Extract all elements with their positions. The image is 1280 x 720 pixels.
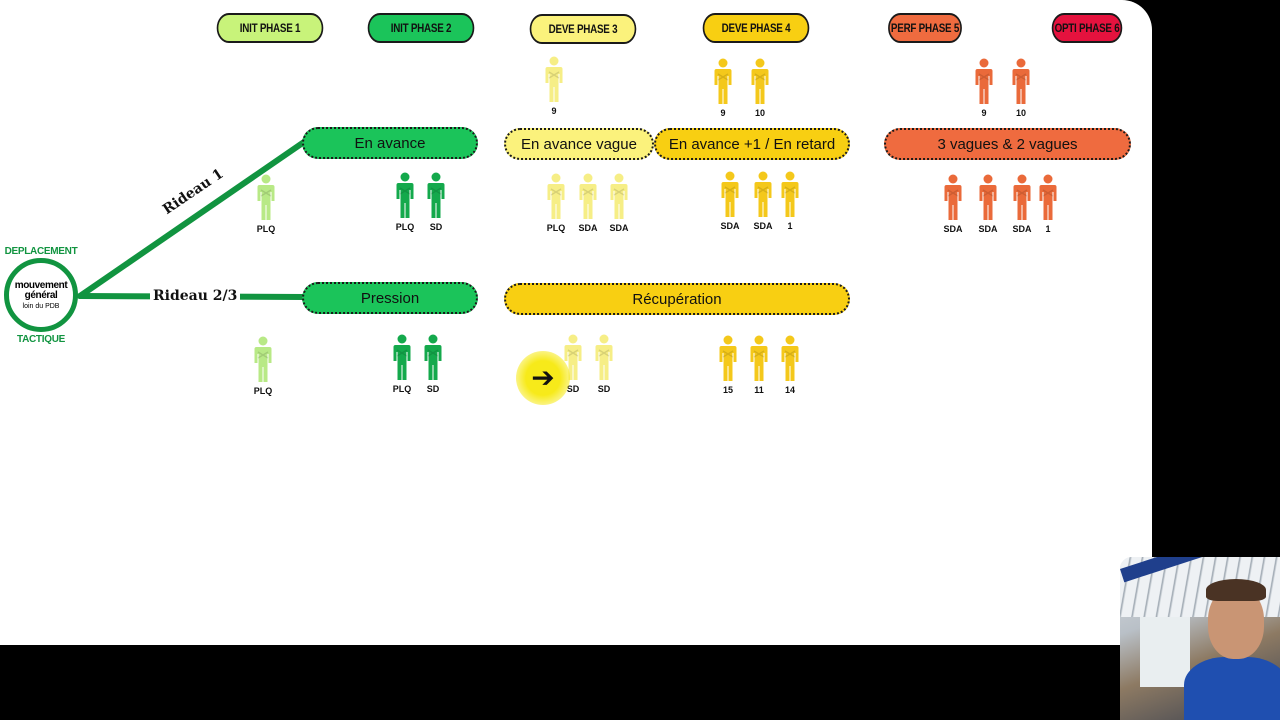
player-figure: SDA: [577, 173, 599, 233]
hub-circle: mouvement général loin du PDB: [4, 258, 78, 332]
hub-top-label: DEPLACEMENT: [4, 246, 78, 257]
action-en-avance-vague: En avance vague: [504, 128, 654, 160]
webcam-window: [1140, 617, 1190, 687]
phase-pill-4: DEVE PHASE 4: [702, 13, 810, 43]
player-role-label: PLQ: [256, 224, 276, 234]
player-role-label: SD: [566, 384, 580, 394]
player-figure: SDA: [942, 174, 964, 234]
player-figure: SDA: [1011, 174, 1033, 234]
player-figure: PLQ: [394, 172, 416, 232]
hub-main-label: mouvement général: [14, 279, 68, 301]
webcam-presenter-hair: [1206, 579, 1266, 601]
player-role-label: SDA: [609, 223, 629, 233]
player-role-label: PLQ: [546, 223, 566, 233]
player-role-label: 9: [981, 108, 987, 118]
player-figure: 9: [973, 58, 995, 118]
player-figure: SD: [593, 334, 615, 394]
player-role-label: PLQ: [395, 222, 415, 232]
player-figure: SD: [425, 172, 447, 232]
player-figure: 9: [712, 58, 734, 118]
player-role-label: SDA: [720, 221, 740, 231]
player-role-label: 15: [722, 385, 733, 395]
rideau1-line: [77, 139, 307, 299]
player-figure: SDA: [977, 174, 999, 234]
player-role-label: SDA: [753, 221, 773, 231]
action-en-avance-plus-un: En avance +1 / En retard: [654, 128, 850, 160]
action-en-avance: En avance: [302, 127, 478, 159]
player-role-label: 10: [1015, 108, 1026, 118]
player-role-label: SDA: [578, 223, 598, 233]
player-role-label: 11: [754, 385, 764, 395]
player-figure: PLQ: [252, 336, 274, 396]
rideau23-label: Rideau 2/3: [150, 288, 241, 304]
diagram-canvas: INIT PHASE 1 INIT PHASE 2 DEVE PHASE 3 D…: [0, 0, 1152, 645]
player-role-label: SD: [429, 222, 443, 232]
player-role-label: SDA: [943, 224, 963, 234]
player-role-label: PLQ: [253, 386, 273, 396]
player-figure: PLQ: [391, 334, 413, 394]
player-figure: SDA: [719, 171, 741, 231]
presenter-webcam-feed: [1120, 557, 1280, 720]
player-role-label: 14: [784, 385, 795, 395]
player-role-label: 10: [754, 108, 765, 118]
hub-bottom-label: TACTIQUE: [17, 334, 65, 345]
player-role-label: PLQ: [392, 384, 412, 394]
action-recuperation: Récupération: [504, 283, 850, 315]
player-figure: SD: [422, 334, 444, 394]
phase-pill-6: OPTI PHASE 6: [1051, 13, 1123, 43]
tactical-hub: DEPLACEMENT mouvement général loin du PD…: [0, 246, 82, 345]
action-vagues: 3 vagues & 2 vagues: [884, 128, 1131, 160]
player-figure: 15: [717, 335, 739, 395]
player-figure: 14: [779, 335, 801, 395]
phase-pill-1: INIT PHASE 1: [216, 13, 324, 43]
player-role-label: 9: [720, 108, 726, 118]
player-figure: 1: [1037, 174, 1059, 234]
phase-pill-2: INIT PHASE 2: [367, 13, 475, 43]
player-figure: SDA: [752, 171, 774, 231]
phase-pill-5: PERF PHASE 5: [888, 13, 962, 43]
player-role-label: 1: [1045, 224, 1051, 234]
player-figure: 1: [779, 171, 801, 231]
webcam-presenter-shirt: [1184, 657, 1280, 720]
player-figure: SDA: [608, 173, 630, 233]
player-role-label: SDA: [1012, 224, 1032, 234]
player-figure: 10: [749, 58, 771, 118]
player-figure: 11: [748, 335, 770, 395]
player-figure: 10: [1010, 58, 1032, 118]
presenter-cursor: ➔: [516, 351, 570, 405]
hub-sub-label: loin du PDB: [22, 302, 60, 310]
player-figure: 9: [543, 56, 565, 116]
player-role-label: SDA: [978, 224, 998, 234]
player-figure: PLQ: [545, 173, 567, 233]
player-role-label: 9: [551, 106, 557, 116]
phase-pill-3: DEVE PHASE 3: [529, 14, 637, 44]
player-figure: PLQ: [255, 174, 277, 234]
player-role-label: SD: [597, 384, 611, 394]
player-role-label: SD: [426, 384, 440, 394]
arrow-right-icon: ➔: [531, 361, 555, 394]
player-role-label: 1: [787, 221, 793, 231]
action-pression: Pression: [302, 282, 478, 314]
